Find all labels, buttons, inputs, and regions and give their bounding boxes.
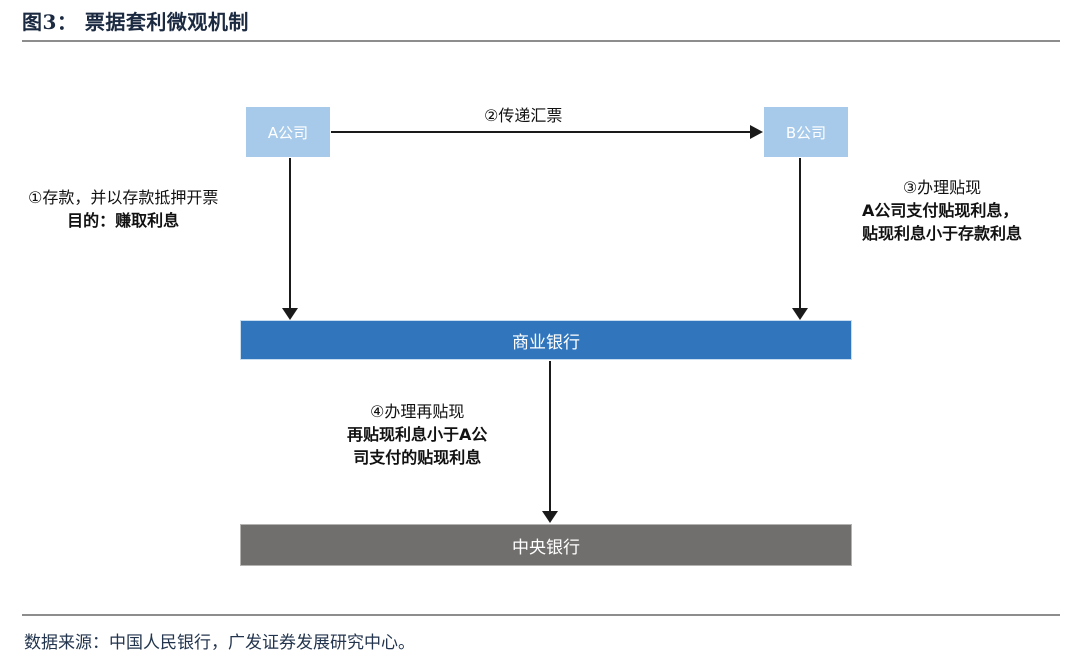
connector-commercial-bank-to-central-bank (549, 361, 551, 513)
node-central-bank[interactable]: 中央银行 (240, 524, 852, 566)
node-commercial-bank[interactable]: 商业银行 (240, 320, 852, 360)
node-company-b[interactable]: B公司 (763, 106, 849, 158)
arrowhead-right-icon (750, 125, 763, 139)
node-company-b-label: B公司 (785, 123, 827, 142)
annotation-step-3: ③办理贴现 A公司支付贴现利息， 贴现利息小于存款利息 (862, 176, 1022, 246)
annotation-step-4-detail-line-1: 再贴现利息小于A公 (347, 425, 488, 445)
connector-company-b-to-commercial-bank (799, 158, 801, 310)
node-company-a-label: A公司 (267, 123, 309, 142)
arrowhead-down-icon (282, 308, 298, 320)
figure-source: 数据来源：中国人民银行，广发证券发展研究中心。 (24, 633, 415, 653)
page-title: 图3： 票据套利微观机制 (22, 10, 249, 34)
arrowhead-down-icon (542, 511, 558, 523)
annotation-step-3-label: ③办理贴现 (902, 178, 982, 197)
node-commercial-bank-label: 商业银行 (512, 332, 580, 353)
annotation-step-3-detail-line-1: A公司支付贴现利息， (862, 201, 1019, 221)
connector-company-a-to-company-b (331, 131, 751, 133)
annotation-step-4-label: ④办理再贴现 (370, 402, 465, 421)
footer-divider (22, 614, 1060, 616)
annotation-step-4-detail-line-2: 司支付的贴现利息 (353, 448, 482, 468)
annotation-step-1-label: ①存款，并以存款抵押开票 (28, 188, 219, 207)
annotation-step-2: ②传递汇票 (484, 104, 562, 127)
arrowhead-down-icon (792, 308, 808, 320)
annotation-step-2-label: ②传递汇票 (484, 106, 563, 125)
node-central-bank-label: 中央银行 (512, 537, 580, 558)
annotation-step-1: ①存款，并以存款抵押开票 目的：赚取利息 (28, 186, 218, 232)
node-company-a[interactable]: A公司 (245, 106, 331, 158)
annotation-step-1-detail: 目的：赚取利息 (67, 211, 180, 231)
connector-company-a-to-commercial-bank (289, 158, 291, 310)
header-divider (22, 40, 1060, 42)
annotation-step-4: ④办理再贴现 再贴现利息小于A公 司支付的贴现利息 (347, 400, 487, 470)
annotation-step-3-detail-line-2: 贴现利息小于存款利息 (862, 224, 1023, 244)
